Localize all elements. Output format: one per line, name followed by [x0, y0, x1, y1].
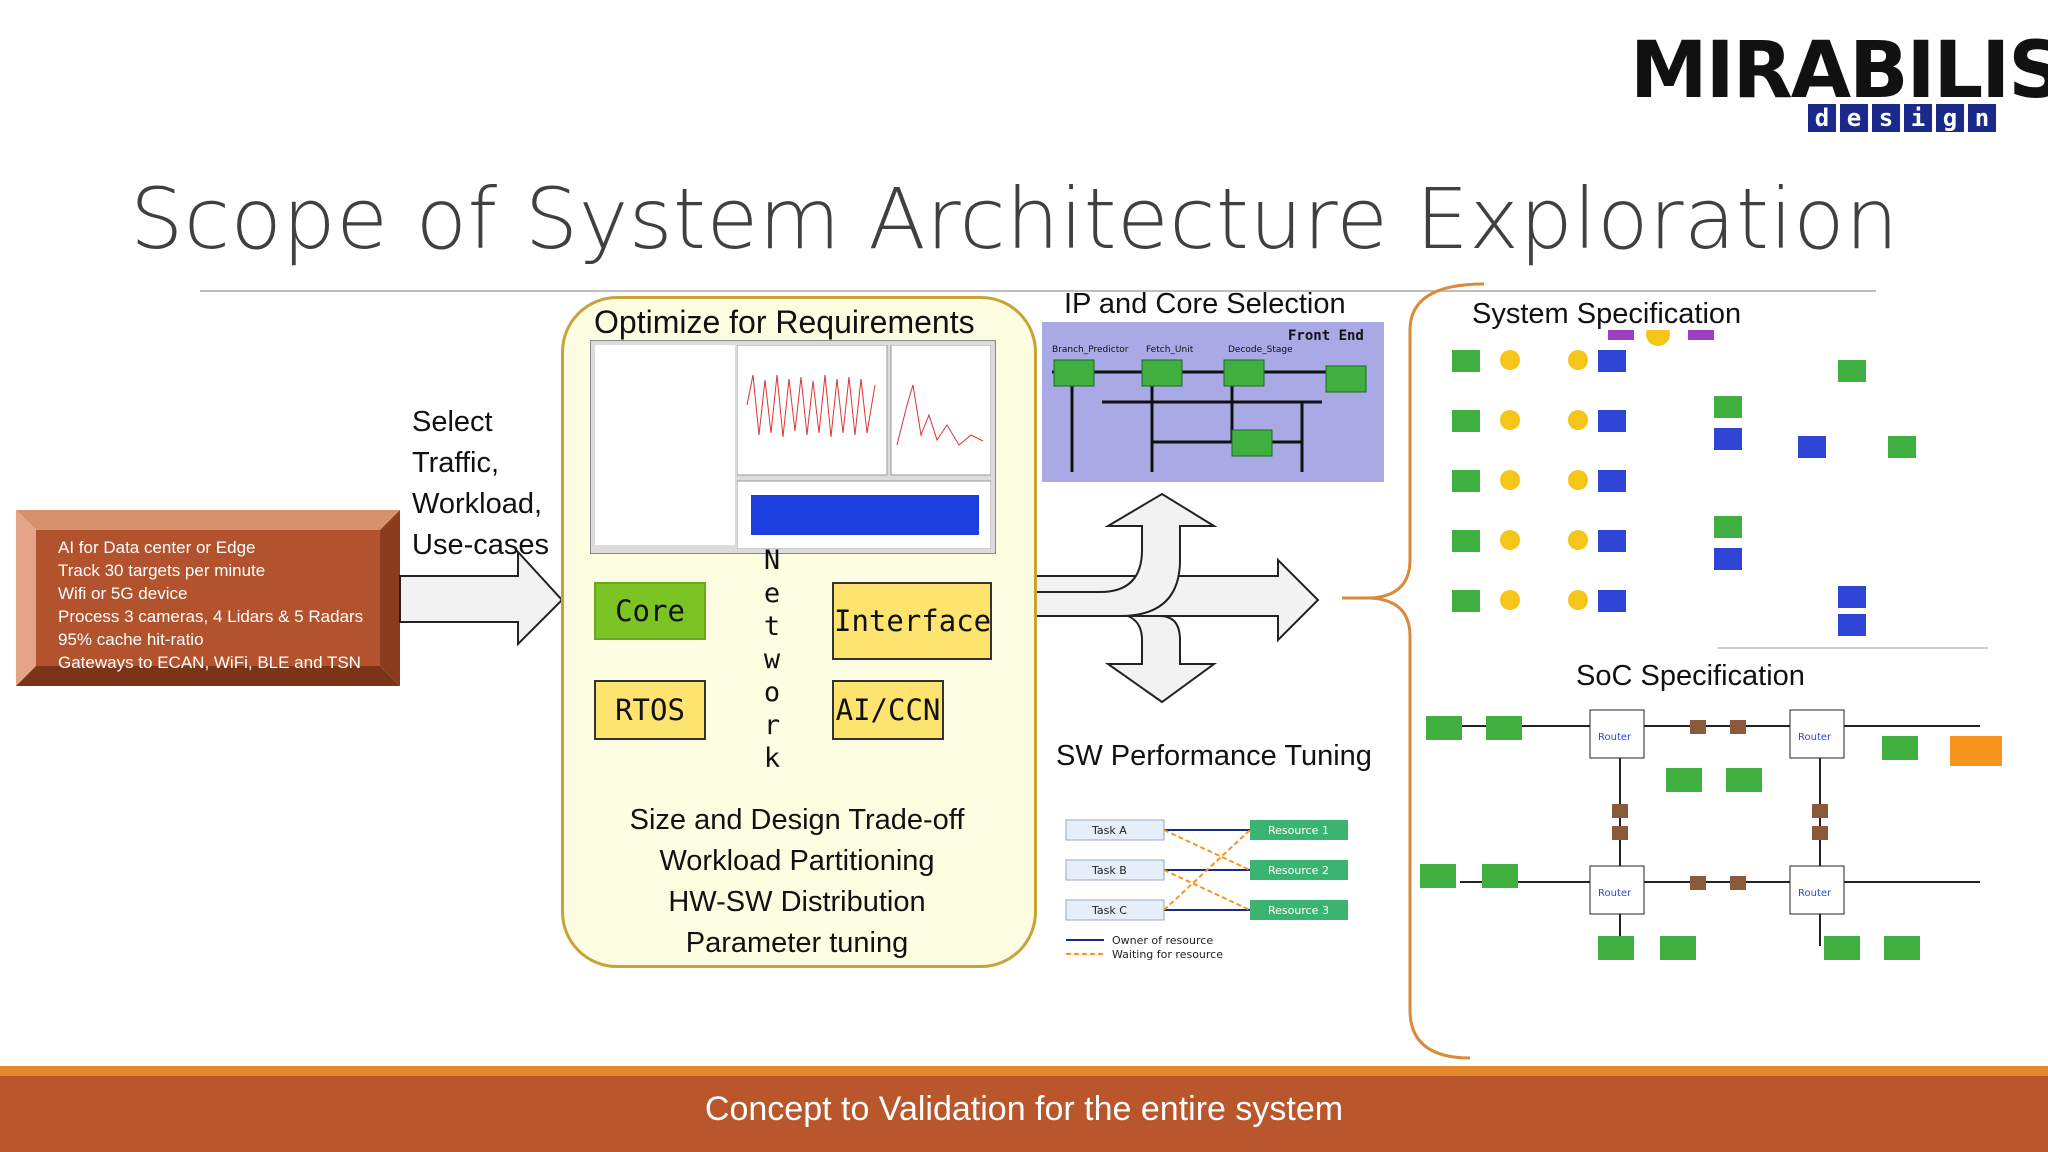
logo-letter: g [1936, 104, 1964, 132]
requirement-item: AI for Data center or Edge [58, 538, 256, 557]
resource-3-label: Resource 3 [1268, 904, 1329, 917]
sw-tuning-diagram: Task A Task B Task C Resource 1 Resource… [1064, 812, 1386, 964]
sw-tuning-graph: Task A Task B Task C Resource 1 Resource… [1065, 819, 1348, 961]
interface-box: Interface [832, 582, 992, 660]
footer-bar [0, 1066, 2048, 1152]
soc-green-blocks [1420, 716, 1920, 960]
ai-ccn-box: AI/CCN [832, 680, 944, 740]
network-letter: o [763, 677, 781, 708]
legend-owner-label: Owner of resource [1112, 934, 1213, 947]
logo-letter: i [1904, 104, 1932, 132]
ip-core-graph: Front End Branch_Predictor Fetch_Unit De… [1052, 328, 1367, 472]
brick-bevel-left [16, 510, 36, 686]
task-b-label: Task B [1091, 864, 1127, 877]
brick-bevel-right [380, 510, 400, 686]
network-letter: r [763, 710, 781, 741]
waiting-arrow [1163, 869, 1251, 911]
optimize-bullet: Parameter tuning [685, 927, 909, 959]
optimize-title: Optimize for Requirements [594, 304, 975, 340]
brick-face [36, 530, 380, 666]
soc-brown-blocks [1612, 720, 1828, 890]
input-arrow [399, 549, 564, 647]
router-label: Router [1798, 888, 1832, 899]
logo-main-text: MIRABILIS [1630, 26, 2048, 116]
brick-bevel-bottom [16, 666, 400, 686]
latency2-series [896, 384, 984, 446]
waiting-arrow [1163, 829, 1251, 911]
routers [1589, 709, 1845, 915]
router-label: Router [1598, 888, 1632, 899]
logo-letter: e [1840, 104, 1868, 132]
soc-spec-graph: Router Router Router Router [1420, 709, 2002, 960]
system-spec-label: System Specification [1472, 298, 1742, 330]
resource-1-label: Resource 1 [1268, 824, 1329, 837]
front-end-text: Front End [1288, 328, 1364, 344]
simulation-charts [737, 345, 991, 549]
network-letter: e [763, 578, 781, 609]
sw-tuning-label: SW Performance Tuning [1056, 740, 1372, 772]
select-line: Workload, [412, 488, 543, 520]
rtos-box: RTOS [594, 680, 706, 740]
task-a-label: Task A [1091, 824, 1127, 837]
logo-letter: s [1872, 104, 1900, 132]
optimize-bullet: Size and Design Trade-off [629, 804, 965, 836]
logo-design-strip: d e s i g n [1808, 104, 1996, 132]
log-window [595, 345, 735, 545]
network-letter: w [763, 644, 781, 675]
power-bar [751, 495, 979, 535]
soc-spec-label: SoC Specification [1576, 660, 1805, 692]
ip-blocks [1053, 359, 1367, 457]
block-label: Fetch_Unit [1146, 345, 1194, 355]
ip-wires [1052, 370, 1362, 472]
select-line: Traffic, [412, 447, 500, 479]
select-line: Select [412, 406, 493, 438]
system-spec-diagram [1448, 322, 1988, 650]
core-box: Core [594, 582, 706, 640]
simulation-screenshot [590, 340, 996, 554]
brick-bevel-top [16, 510, 400, 530]
system-spec-graph [1452, 322, 1988, 649]
optimize-bullet: Workload Partitioning [659, 845, 935, 877]
resource-1-box [1250, 820, 1348, 840]
requirements-list: AI for Data center or Edge Track 30 targ… [58, 536, 363, 674]
requirement-item: Track 30 targets per minute [58, 561, 266, 580]
optimize-bullets: Size and Design Trade-off Workload Parti… [562, 800, 1032, 964]
footer-caption: Concept to Validation for the entire sys… [704, 1090, 1344, 1128]
memory-controller-block [1950, 736, 2002, 766]
soc-spec-diagram: Router Router Router Router [1420, 696, 2020, 980]
network-letter: N [763, 545, 781, 576]
router-label: Router [1598, 732, 1632, 743]
output-arrow-up [1027, 492, 1218, 617]
select-line: Use-cases [412, 529, 549, 561]
requirement-item: Wifi or 5G device [58, 584, 188, 603]
network-label: N e t w o r k [752, 544, 792, 775]
ip-core-diagram: Front End Branch_Predictor Fetch_Unit De… [1042, 322, 1384, 482]
waiting-arrow [1163, 829, 1251, 871]
logo-letter: n [1968, 104, 1996, 132]
block-label: Branch_Predictor [1052, 345, 1129, 355]
system-spec-blocks [1452, 322, 1988, 649]
requirement-item: Gateways to ECAN, WiFi, BLE and TSN [58, 653, 361, 672]
network-letter: t [763, 611, 781, 642]
router-label: Router [1798, 732, 1832, 743]
ip-core-label: IP and Core Selection [1064, 288, 1346, 320]
requirement-item: 95% cache hit-ratio [58, 630, 204, 649]
latency-series [746, 374, 876, 438]
mirabilis-logo: MIRABILIS [1630, 26, 2048, 116]
page-title: Scope of System Architecture Exploration [130, 170, 1899, 268]
optimize-bullet: HW-SW Distribution [668, 886, 926, 918]
resource-3-box [1250, 900, 1348, 920]
latency2-chart-frame [890, 345, 991, 476]
task-c-label: Task C [1091, 904, 1127, 917]
logo-letter: d [1808, 104, 1836, 132]
legend-waiting-label: Waiting for resource [1112, 948, 1223, 961]
requirement-item: Process 3 cameras, 4 Lidars & 5 Radars [58, 607, 364, 626]
output-arrow-down [1104, 615, 1218, 704]
title-divider [200, 290, 1876, 292]
resource-2-label: Resource 2 [1268, 864, 1329, 877]
resource-2-box [1250, 860, 1348, 880]
block-label: Decode_Stage [1228, 345, 1293, 355]
network-letter: k [763, 743, 781, 774]
select-traffic-label: Select Traffic, Workload, Use-cases [412, 402, 549, 566]
